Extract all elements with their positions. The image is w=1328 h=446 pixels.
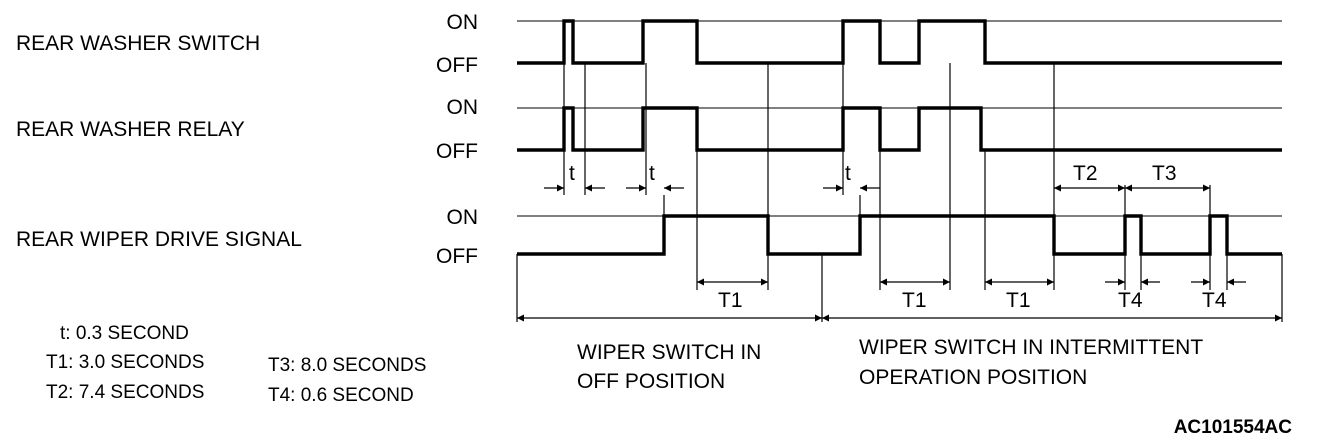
svg-text:T1: T1: [902, 289, 927, 312]
state-label-on: ON: [447, 96, 479, 119]
legend-t: t: 0.3 SECOND: [60, 323, 189, 344]
interval-t-marker: t: [626, 162, 684, 192]
svg-text:t: t: [569, 162, 575, 185]
waveform-washer-switch: [517, 19, 1282, 65]
svg-text:T1: T1: [718, 289, 743, 312]
state-label-off: OFF: [436, 140, 478, 163]
section-off-line1: WIPER SWITCH IN: [577, 341, 761, 364]
waveform-wiper-drive: [517, 214, 1282, 256]
interval-t1-marker: T1: [985, 278, 1054, 312]
signal-label-washer-switch: REAR WASHER SWITCH: [16, 32, 260, 55]
legend-t2: T2: 7.4 SECONDS: [46, 382, 204, 403]
section-intermittent-line1: WIPER SWITCH IN INTERMITTENT: [859, 336, 1203, 359]
section-intermittent-line2: OPERATION POSITION: [859, 366, 1087, 389]
svg-text:t: t: [845, 162, 851, 185]
svg-text:T1: T1: [1006, 289, 1031, 312]
interval-t1-marker: T1: [697, 278, 768, 312]
interval-t-marker: t: [823, 162, 880, 192]
state-label-on: ON: [447, 206, 479, 229]
interval-t-marker: t: [544, 162, 605, 192]
legend-t3: T3: 8.0 SECONDS: [268, 355, 426, 376]
state-label-off: OFF: [436, 245, 478, 268]
interval-t3-marker: T3: [1125, 162, 1210, 192]
interval-t4-marker: T4: [1105, 278, 1160, 312]
legend-t4: T4: 0.6 SECOND: [268, 385, 414, 406]
state-label-off: OFF: [436, 54, 478, 77]
state-label-on: ON: [447, 11, 479, 34]
section-off-line2: OFF POSITION: [577, 370, 725, 393]
svg-text:T3: T3: [1152, 162, 1177, 185]
legend-t1: T1: 3.0 SECONDS: [46, 352, 204, 373]
interval-t4-marker: T4: [1191, 278, 1246, 312]
svg-text:T4: T4: [1118, 289, 1143, 312]
timing-guides: [516, 63, 1283, 322]
svg-text:T4: T4: [1202, 289, 1227, 312]
signal-label-washer-relay: REAR WASHER RELAY: [16, 118, 245, 141]
interval-t2-marker: T2: [1054, 162, 1125, 192]
svg-text:T2: T2: [1073, 162, 1098, 185]
signal-label-wiper-drive: REAR WIPER DRIVE SIGNAL: [16, 228, 302, 251]
svg-text:t: t: [649, 162, 655, 185]
figure-code: AC101554AC: [1174, 417, 1293, 438]
waveform-washer-relay: [517, 106, 1282, 152]
interval-t1-marker: T1: [880, 278, 950, 312]
